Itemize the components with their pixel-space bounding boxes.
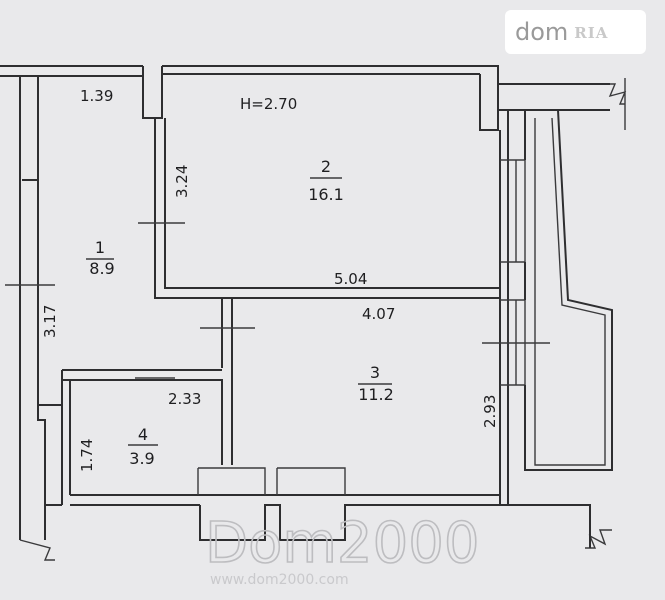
room3-width-label: 4.07: [362, 305, 395, 323]
bath-depth-label: 1.74: [78, 439, 96, 472]
badge-site-name: dom: [515, 18, 569, 46]
ceiling-height-label: H=2.70: [240, 95, 297, 113]
corridor-width-label: 1.39: [80, 87, 113, 105]
top-wall: [0, 65, 480, 77]
room3-depth-label: 2.93: [481, 395, 499, 428]
balcony-inner: [534, 117, 606, 466]
break-top-right: [608, 78, 627, 130]
room2-depth-label: 3.24: [173, 165, 191, 198]
bath-top-wall: [62, 369, 223, 465]
room4-number: 4: [138, 425, 148, 444]
walls: [0, 65, 627, 561]
top-wall-right: [480, 65, 610, 111]
break-bottom-right: [585, 529, 612, 549]
room2-area: 16.1: [308, 185, 344, 204]
ria-logo-text: RIA: [574, 23, 609, 42]
dom-ria-badge: dom RIA: [505, 10, 646, 54]
room1-area: 8.9: [89, 259, 114, 278]
tick-marks: [5, 222, 550, 379]
room3-area: 11.2: [358, 385, 394, 404]
balcony: [524, 109, 613, 471]
column-top-left: [142, 66, 163, 119]
labels: H=2.70 1.39 3.24 2 16.1 1 8.9 5.04 4.07 …: [41, 87, 499, 472]
bottom-wall: [70, 494, 591, 548]
room2-width-label: 5.04: [334, 270, 367, 288]
room2-left-wall: [154, 118, 500, 299]
room1-length-label: 3.17: [41, 305, 59, 338]
bottom-wall-outer: [44, 504, 62, 540]
watermark-logo: Dom2000: [205, 511, 479, 576]
room2-number: 2: [321, 157, 331, 176]
window-bottom-right: [276, 467, 346, 495]
ria-logo-icon: RIA: [574, 23, 608, 42]
bath-width-label: 2.33: [168, 390, 201, 408]
bath-left-wall: [61, 370, 71, 505]
watermark-url: www.dom2000.com: [210, 572, 349, 588]
room4-area: 3.9: [129, 449, 154, 468]
watermark: Dom2000 www.dom2000.com: [204, 510, 480, 588]
left-inner-wall: [37, 405, 46, 540]
window-bottom-left: [197, 467, 266, 495]
room3-left-wall: [221, 298, 233, 465]
window-right-upper: [500, 159, 526, 263]
room1-number: 1: [95, 238, 105, 257]
break-bottom-left: [19, 539, 55, 561]
room3-number: 3: [370, 363, 380, 382]
right-wall: [479, 74, 509, 505]
